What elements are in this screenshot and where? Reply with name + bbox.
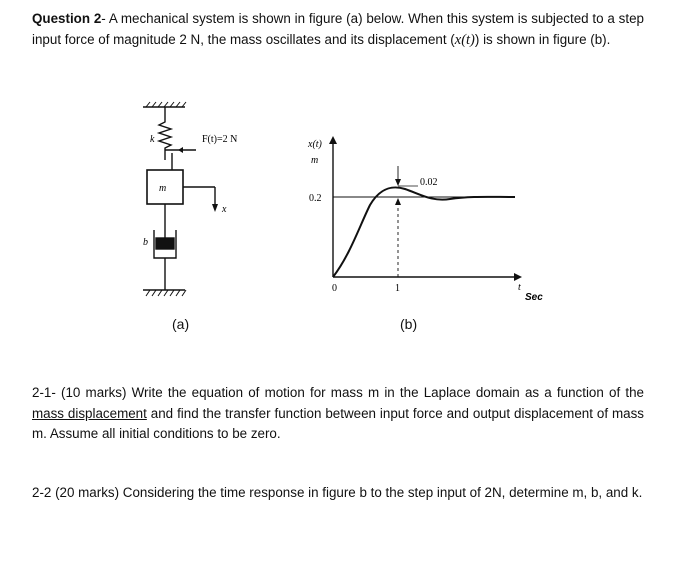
damper-piston <box>155 237 175 250</box>
force-label: F(t)=2 N <box>202 134 237 145</box>
x-axis-arrow <box>514 273 522 281</box>
bottom-wall-hatch <box>145 289 187 297</box>
x-axis-unit: Sec <box>525 292 543 303</box>
part1-text-a: 2-1- (10 marks) Write the equation of mo… <box>32 385 644 400</box>
force-arrow-head <box>178 147 183 153</box>
intro-math-xt: x(t) <box>454 31 475 48</box>
part1-underlined: mass displacement <box>32 405 147 421</box>
top-wall-hatch <box>145 101 187 108</box>
overshoot-label: 0.02 <box>420 177 438 188</box>
spring-label: k <box>150 134 155 145</box>
y-axis-label: x(t) <box>307 139 323 150</box>
disp-arrow-head <box>212 204 218 212</box>
intro-text-a: - A mechanical system is shown in figure… <box>32 11 644 47</box>
x-axis-label-t: t <box>518 282 521 293</box>
question-intro: Question 2- A mechanical system is shown… <box>32 9 644 50</box>
mass-label: m <box>159 183 166 194</box>
figure-b-caption: (b) <box>400 316 418 332</box>
response-curve <box>332 186 516 278</box>
y-axis-arrow <box>329 136 337 144</box>
spring <box>156 107 174 160</box>
overshoot-arrow-top <box>395 179 401 186</box>
disp-label: x <box>221 204 227 215</box>
question-part-2: 2-2 (20 marks) Considering the time resp… <box>32 485 643 500</box>
damper-label: b <box>143 237 148 248</box>
tick-x-1: 1 <box>395 283 400 294</box>
part1-text-b: and find the transfer function between i… <box>32 405 644 442</box>
question-part-1: 2-1- (10 marks) Write the equation of mo… <box>32 383 644 445</box>
figure-a-diagram <box>143 101 218 297</box>
intro-text-b: ) is shown in figure (b). <box>474 31 611 47</box>
figure-a-caption: (a) <box>172 316 190 332</box>
origin-label: 0 <box>332 283 337 294</box>
tick-y-02: 0.2 <box>309 193 322 204</box>
question-label: Question 2 <box>32 11 102 26</box>
overshoot-arrow-bottom <box>395 198 401 205</box>
y-axis-unit: m <box>311 155 318 166</box>
figure-b-plot <box>329 136 522 281</box>
